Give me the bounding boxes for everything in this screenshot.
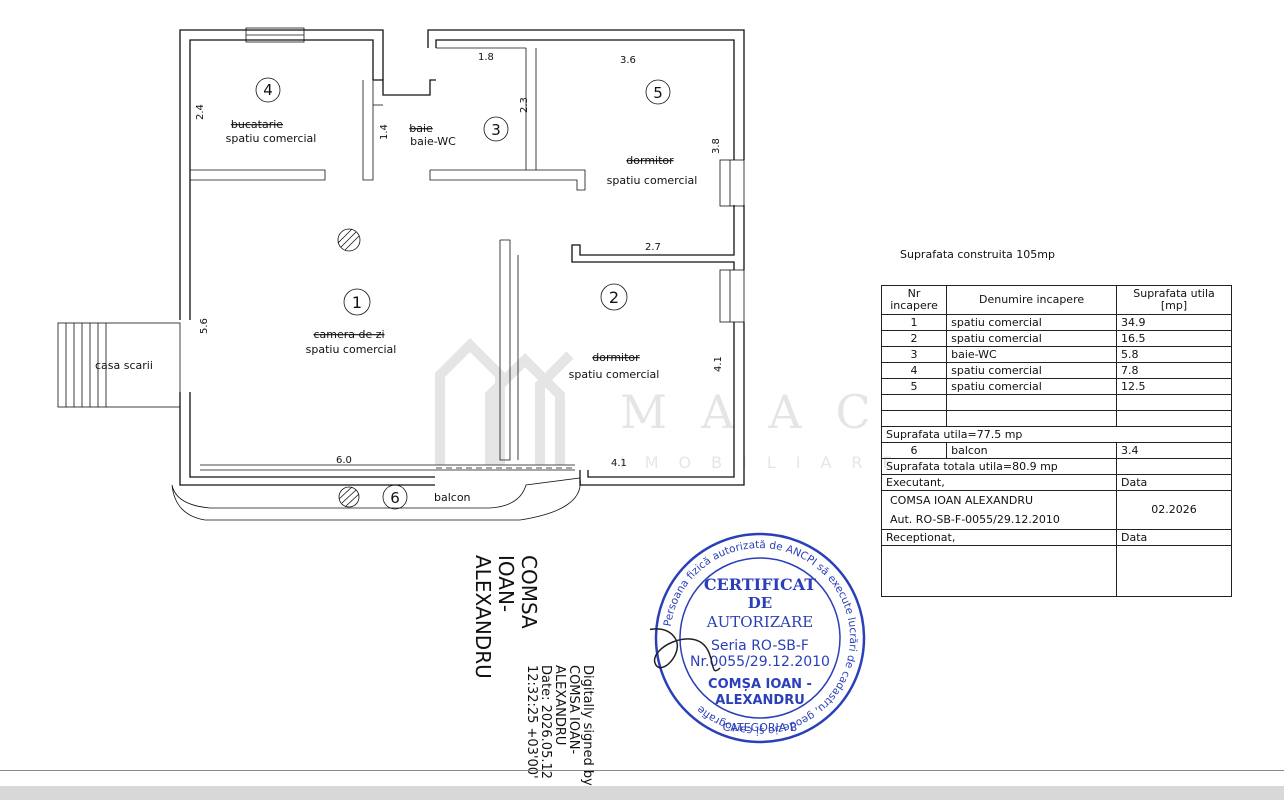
stamp-line5: Nr.0055/29.12.2010	[690, 654, 830, 670]
svg-text:1: 1	[352, 293, 362, 312]
svg-text:spatiu comercial: spatiu comercial	[306, 343, 397, 356]
svg-text:4.1: 4.1	[713, 356, 724, 372]
stamp-bottom: CATEGORIA B	[723, 721, 798, 734]
svg-text:dormitor: dormitor	[626, 154, 674, 167]
svg-text:2: 2	[609, 288, 619, 307]
room-6: 6 balcon	[382, 484, 471, 510]
svg-text:camera de zi: camera de zi	[313, 328, 384, 341]
authorization-stamp: Persoana fizică autorizată de ANCPI să e…	[650, 532, 866, 744]
room-4: 4 bucatarie spatiu comercial	[226, 77, 317, 145]
svg-text:4.1: 4.1	[611, 458, 627, 469]
svg-text:baie-WC: baie-WC	[410, 135, 456, 148]
windows	[200, 27, 745, 471]
floor-plan: casa scarii 4 bucatarie spatiu comercial…	[57, 27, 745, 521]
svg-text:1.8: 1.8	[478, 52, 494, 63]
signature-name: COMSA IOAN- ALEXANDRU	[471, 555, 541, 679]
svg-text:balcon: balcon	[434, 491, 471, 504]
executant-row: COMSA IOAN ALEXANDRU Aut. RO-SB-F-0055/2…	[880, 490, 1232, 530]
receptionat-header-row: Receptionat,Data	[880, 529, 1232, 546]
balcony-outline	[171, 477, 581, 521]
page-bottom-rule	[0, 770, 1284, 771]
svg-text:baie: baie	[409, 122, 433, 135]
grand-total-row: Suprafata totala utila=80.9 mp	[880, 458, 1232, 475]
receptionat-row	[880, 545, 1232, 597]
handwritten-signature	[650, 628, 721, 672]
svg-text:bucatarie: bucatarie	[231, 118, 283, 131]
svg-text:spatiu comercial: spatiu comercial	[226, 132, 317, 145]
useful-total-row: Suprafata utila=77.5 mp	[881, 426, 1232, 443]
room-3: 3 baie baie-WC	[409, 116, 509, 148]
svg-text:spatiu comercial: spatiu comercial	[569, 368, 660, 381]
svg-text:3.8: 3.8	[711, 138, 722, 154]
table-header: Nr incapere Denumire incapere Suprafata …	[880, 285, 1232, 315]
svg-text:6: 6	[390, 489, 400, 507]
executant-date: 02.2026	[1116, 490, 1232, 530]
header-area: Suprafata utila [mp]	[1116, 285, 1232, 315]
svg-text:5: 5	[653, 84, 663, 102]
svg-text:5.6: 5.6	[199, 318, 210, 334]
signature-details: Digitally signed by COMSA IOAN- ALEXANDR…	[524, 665, 595, 786]
svg-text:2.4: 2.4	[195, 104, 206, 120]
page-bottom-bar	[0, 786, 1284, 800]
hatch-marker	[337, 228, 361, 508]
stamp-line7: ALEXANDRU	[715, 693, 805, 708]
stamp-line4: Seria RO-SB-F	[711, 638, 809, 654]
room-2: 2 dormitor spatiu comercial	[569, 283, 660, 381]
stamp-line2: DE	[748, 594, 772, 612]
header-name: Denumire incapere	[946, 285, 1118, 315]
table-row-empty	[880, 410, 1232, 427]
executant-authorization: Aut. RO-SB-F-0055/29.12.2010	[890, 513, 1060, 526]
stamp-line6: COMȘA IOAN -	[708, 677, 812, 692]
stair-label: casa scarii	[95, 359, 153, 372]
table-row-empty	[880, 394, 1232, 411]
room-1: 1 camera de zi spatiu comercial	[306, 288, 397, 356]
executant-name: COMSA IOAN ALEXANDRU	[890, 494, 1034, 507]
svg-text:6.0: 6.0	[336, 455, 352, 466]
svg-text:1.4: 1.4	[379, 124, 390, 140]
dimension-labels: 1.8 3.6 2.4 2.3 1.4 3.8 2.7 5.6 4.1 6.0 …	[195, 52, 724, 469]
stamp-line3: AUTORIZARE	[706, 613, 814, 631]
executant-header-row: Executant,Data	[880, 474, 1232, 491]
svg-text:3: 3	[491, 121, 501, 139]
walls	[179, 29, 745, 486]
svg-text:dormitor: dormitor	[592, 351, 640, 364]
svg-text:4: 4	[263, 81, 273, 99]
built-area-label: Suprafata construita 105mp	[900, 248, 1055, 261]
room-5: 5 dormitor spatiu comercial	[607, 79, 698, 187]
header-nr: Nr incapere	[880, 285, 948, 315]
svg-text:spatiu comercial: spatiu comercial	[607, 174, 698, 187]
area-table: Nr incapere Denumire incapere Suprafata …	[880, 285, 1232, 597]
stamp-line1: CERTIFICAT	[704, 575, 816, 594]
stairs: casa scarii	[57, 322, 181, 408]
svg-text:3.6: 3.6	[620, 55, 636, 66]
svg-text:2.7: 2.7	[645, 242, 661, 253]
svg-text:2.3: 2.3	[519, 97, 530, 113]
